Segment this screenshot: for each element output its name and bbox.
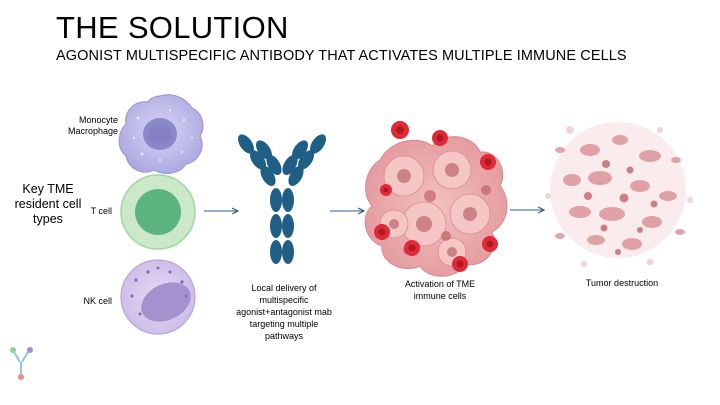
antibody-icon <box>235 132 329 264</box>
t-cell-icon <box>121 175 195 249</box>
monocyte-icon <box>119 95 203 174</box>
tumor-activation-icon <box>365 121 507 276</box>
tumor-destruction-icon <box>545 122 693 267</box>
nk-cell-icon <box>121 260 197 334</box>
logo-icon <box>10 347 33 380</box>
